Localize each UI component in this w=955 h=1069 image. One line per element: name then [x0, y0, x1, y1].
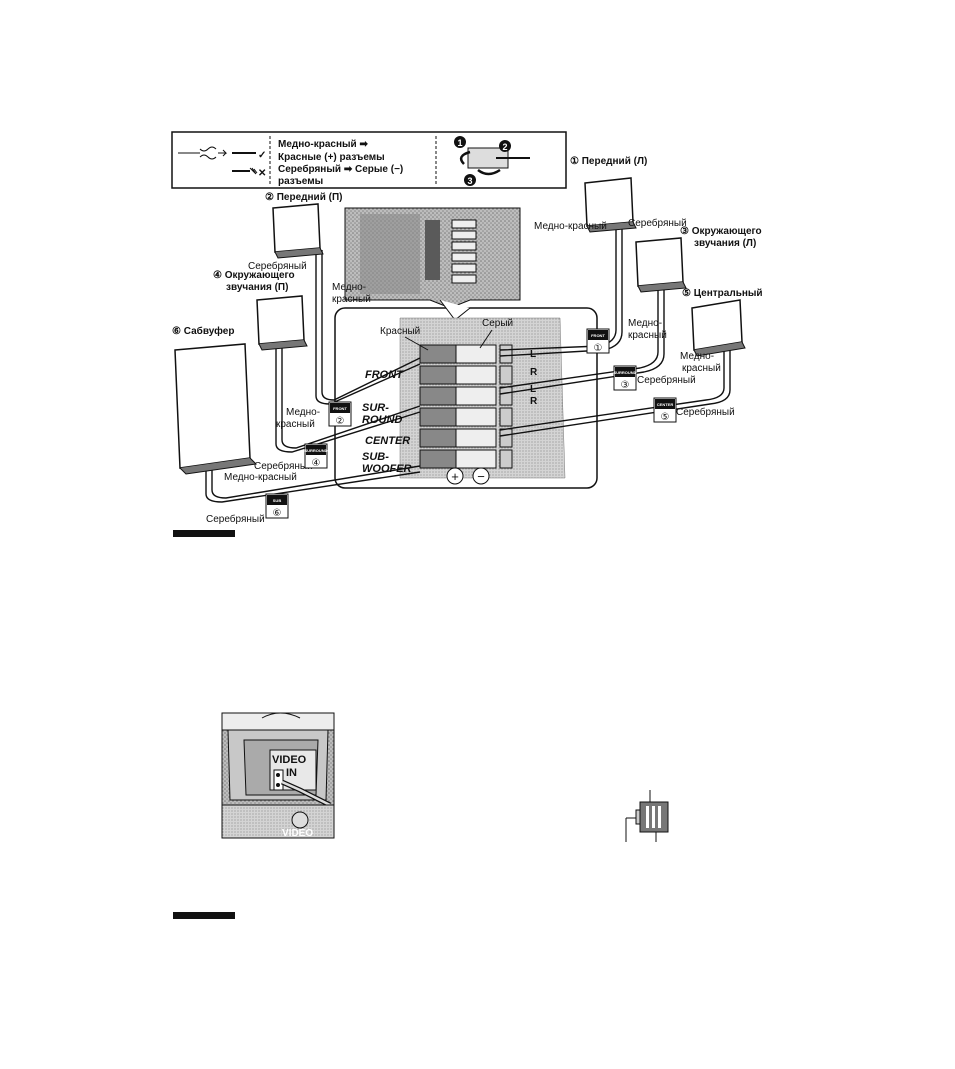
svg-text:SURROUND: SURROUND [304, 448, 327, 453]
svg-text:①: ① [594, 343, 603, 354]
surround-l-title-1: ③ Окружающего [680, 226, 762, 237]
gray-terminal-label: Серый [482, 318, 513, 329]
cross-icon: ✕ [258, 168, 266, 179]
wire-twist-icon [178, 146, 258, 175]
center-label: CENTER [365, 435, 410, 447]
step-1-label: 1 [457, 138, 462, 148]
video-in-label-2: IN [286, 767, 297, 779]
unit-back-photo [344, 207, 521, 309]
svg-text:FRONT: FRONT [333, 406, 347, 411]
wiring-legend: ✓ ✕ Медно-красный ➡ Красные (+) разъемы … [171, 131, 567, 189]
surround-r-copper-b: красный [276, 419, 315, 430]
video-in-label-1: VIDEO [272, 754, 307, 766]
svg-text:④: ④ [312, 458, 321, 469]
terminal-panel: Красный Серый FRONT SUR- ROUND CENTER SU… [334, 299, 598, 489]
step-2-label: 2 [502, 142, 507, 152]
subwoofer-copper: Медно-красный [224, 472, 297, 483]
step-3-label: 3 [467, 176, 472, 186]
surround-l-title-2: звучания (Л) [694, 238, 756, 249]
cable-tag-surround-r: SURROUND ④ [304, 443, 328, 469]
surround-r-title-1: ④ Окружающего [213, 270, 295, 281]
front-l-title: ① Передний (Л) [570, 156, 647, 167]
front-r-title: ② Передний (П) [265, 192, 342, 203]
speaker-center: ⑤ Центральный [682, 288, 763, 357]
center-copper-a: Медно- [680, 351, 714, 362]
front-r-channel: R [530, 367, 538, 378]
speaker-surround-l: ③ Окружающего звучания (Л) [635, 226, 762, 293]
front-r-copper-a: Медно- [332, 282, 366, 293]
subwoofer-label-1: SUB- [362, 451, 389, 463]
video-label: VIDEO [282, 828, 313, 839]
speaker-cables [205, 220, 731, 503]
plus-icon: + [446, 467, 464, 485]
terminal-row [419, 344, 513, 364]
svg-text:SURROUND: SURROUND [613, 370, 636, 375]
cable-tag-center: CENTER ⑤ [653, 397, 677, 423]
connector-illustration [625, 790, 669, 842]
svg-text:③: ③ [621, 380, 630, 391]
svg-text:+: + [451, 469, 459, 484]
svg-text:⑤: ⑤ [661, 412, 670, 423]
speaker-surround-r: ④ Окружающего звучания (П) [213, 270, 308, 351]
terminal-row [419, 428, 513, 448]
surround-label-2: ROUND [362, 414, 402, 426]
cable-tag-subwoofer: SUB ⑥ [265, 493, 289, 519]
section-bar [173, 912, 235, 919]
check-icon: ✓ [258, 150, 266, 161]
svg-text:②: ② [336, 416, 345, 427]
terminal-steps-illustration: 1 2 3 [454, 136, 530, 186]
legend-line-2: Красные (+) разъемы [278, 152, 385, 163]
speaker-front-r: ② Передний (П) [265, 192, 342, 259]
subwoofer-title: ⑥ Сабвуфер [172, 325, 234, 337]
surround-r-channel: R [530, 396, 538, 407]
front-l-copper: Медно-красный [534, 221, 607, 232]
legend-line-4: разъемы [278, 176, 323, 187]
terminal-row [419, 365, 513, 385]
speaker-front-l: ① Передний (Л) [570, 156, 647, 233]
speaker-subwoofer: ⑥ Сабвуфер [172, 325, 258, 475]
center-copper-b: красный [682, 363, 721, 374]
front-r-copper-b: красный [332, 294, 371, 305]
subwoofer-label-2: WOOFER [362, 463, 412, 475]
cable-tag-surround-l: SURROUND ③ [613, 365, 637, 391]
surround-l-copper-a: Медно- [628, 318, 662, 329]
cable-tag-front-r: FRONT ② [328, 401, 352, 427]
surround-label-1: SUR- [362, 402, 389, 414]
svg-text:CENTER: CENTER [657, 402, 674, 407]
svg-text:FRONT: FRONT [591, 333, 605, 338]
terminal-row [419, 407, 513, 427]
terminal-row [419, 386, 513, 406]
surround-l-silver: Серебряный [637, 374, 696, 386]
center-title: ⑤ Центральный [682, 288, 763, 299]
subwoofer-silver: Серебряный [206, 513, 265, 525]
surround-r-title-2: звучания (П) [226, 282, 288, 293]
minus-icon: − [472, 467, 490, 485]
svg-text:−: − [477, 469, 485, 484]
red-terminal-label: Красный [380, 326, 420, 337]
surround-l-copper-b: красный [628, 330, 667, 341]
svg-text:SUB: SUB [273, 498, 282, 503]
cable-tag-front-l: FRONT ① [586, 328, 610, 354]
front-r-silver: Серебряный [248, 260, 307, 272]
surround-r-copper-a: Медно- [286, 407, 320, 418]
tv-video-in-photo: VIDEO IN VIDEO [221, 712, 335, 839]
front-l-silver: Серебряный [628, 217, 687, 229]
svg-text:⑥: ⑥ [273, 508, 282, 519]
surround-r-silver: Серебряный [254, 460, 313, 472]
terminal-row [419, 449, 513, 469]
section-bar [173, 530, 235, 537]
legend-line-1: Медно-красный ➡ [278, 139, 368, 150]
legend-line-3: Серебряный ➡ Серые (−) [278, 163, 403, 175]
center-silver: Серебряный [676, 406, 735, 418]
